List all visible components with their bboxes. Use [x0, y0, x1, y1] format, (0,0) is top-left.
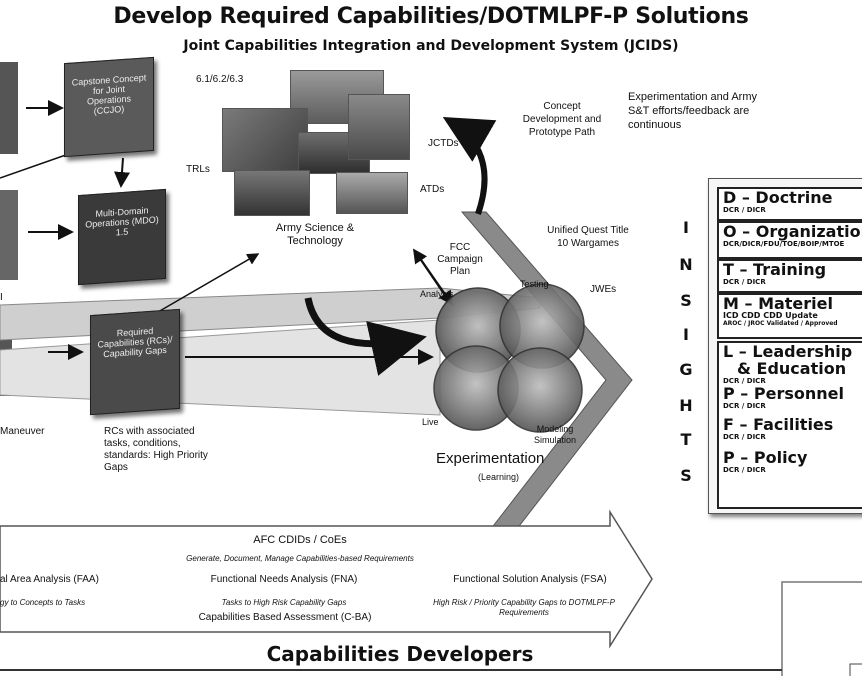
circle-testing-label: Testing [520, 279, 549, 289]
page-title: Develop Required Capabilities/DOTMLPF-P … [113, 4, 749, 29]
left-label-maneuver: Maneuver [0, 426, 45, 437]
facilities-title: F – Facilities [723, 415, 834, 434]
personnel-sub: DCR / DICR [723, 402, 766, 410]
footer-title: Capabilities Developers [266, 642, 534, 666]
book-mdo: Multi-Domain Operations (MDO) 1.5 [78, 188, 166, 286]
photo-equipment [348, 94, 410, 160]
personnel-title: P – Personnel [723, 384, 844, 403]
leadership-sub: DCR / DICR [723, 377, 766, 385]
training-sub: DCR / DICR [723, 278, 766, 286]
training-title: T – Training [723, 260, 827, 279]
insights-letter-7: T [680, 430, 692, 449]
policy-title: P – Policy [723, 448, 808, 467]
organization-title: O – Organization [723, 222, 862, 241]
organization-sub: DCR/DICR/FDU/TOE/BOIP/MTOE [723, 240, 845, 248]
faa-desc: gy to Concepts to Tasks [0, 598, 86, 607]
unified-quest-label: Unified Quest Title 10 Wargames [547, 225, 629, 249]
circle-modeling [497, 347, 583, 433]
cba-header: AFC CDIDs / CoEs [253, 534, 347, 546]
book-ccjo-label: Capstone Concept for Joint Operations (C… [71, 72, 147, 117]
cba-label: Capabilities Based Assessment (C-BA) [198, 612, 372, 623]
book-mdo-label: Multi-Domain Operations (MDO) 1.5 [85, 205, 159, 238]
fsa-label: Functional Solution Analysis (FSA) [453, 574, 607, 585]
insights-letter-6: H [679, 396, 693, 415]
book-ccjo: Capstone Concept for Joint Operations (C… [64, 56, 154, 158]
photo-robot [234, 170, 310, 216]
dotmlpf-doctrine: D – Doctrine DCR / DICR [717, 187, 862, 221]
materiel-sub: ICD CDD CDD Update [723, 311, 818, 320]
materiel-title: M – Materiel [723, 294, 833, 313]
fna-label: Functional Needs Analysis (FNA) [210, 574, 358, 585]
dotmlpf-organization: O – Organization DCR/DICR/FDU/TOE/BOIP/M… [717, 221, 862, 259]
faa-label: al Area Analysis (FAA) [0, 574, 99, 585]
circle-modeling-label: Modeling Simulation [533, 424, 577, 445]
left-book-2 [0, 190, 18, 280]
rc-description: RCs with associated tasks, conditions, s… [104, 426, 208, 473]
policy-sub: DCR / DICR [723, 466, 766, 474]
insights-letter-4: I [683, 325, 689, 344]
book-rc: Required Capabilities (RCs)/ Capability … [90, 308, 180, 416]
book-rc-label: Required Capabilities (RCs)/ Capability … [97, 325, 173, 360]
insights-letter-2: N [679, 255, 693, 274]
learning-label: (Learning) [478, 472, 520, 482]
army-st-label: Army Science & Technology [275, 222, 355, 247]
insights-letter-3: S [680, 291, 692, 310]
leadership-title2: & Education [737, 359, 847, 378]
trls-label: TRLs [186, 164, 210, 175]
insights-letter-8: S [680, 466, 692, 485]
leadership-title: L – Leadership [723, 342, 853, 361]
materiel-sub2: AROC / JROC Validated / Approved [723, 320, 838, 327]
doctrine-title: D – Doctrine [723, 188, 833, 207]
left-book-1 [0, 62, 18, 154]
insights-letter-1: I [683, 218, 689, 237]
page-subtitle: Joint Capabilities Integration and Devel… [183, 38, 679, 54]
facilities-sub: DCR / DICR [723, 433, 766, 441]
circle-live-label: Live [422, 417, 439, 427]
partial-box [781, 581, 862, 676]
footer-rule [0, 669, 782, 671]
cba-arrow [0, 509, 653, 649]
concept-dev-label: Concept Development and Prototype Path [522, 101, 602, 138]
left-label-i: I [0, 292, 3, 303]
fcc-label: FCC Campaign Plan [437, 242, 483, 277]
dotmlpf-training: T – Training DCR / DICR [717, 259, 862, 293]
insights-letter-5: G [679, 360, 693, 379]
fna-desc: Tasks to High Risk Capability Gaps [221, 598, 347, 607]
fsa-desc: High Risk / Priority Capability Gaps to … [433, 598, 615, 617]
atds-label: ATDs [420, 184, 445, 195]
continuous-label: Experimentation and Army S&T efforts/fee… [628, 91, 758, 131]
dotmlpf-panel: D – Doctrine DCR / DICR O – Organization… [708, 178, 862, 514]
photo-blast [336, 172, 408, 214]
dotmlpf-materiel: M – Materiel ICD CDD CDD Update AROC / J… [717, 293, 862, 339]
dotmlpf-lower-group: L – Leadership & Education DCR / DICR P … [717, 341, 862, 509]
doctrine-sub: DCR / DICR [723, 206, 766, 214]
jctds-label: JCTDs [428, 138, 459, 149]
photo-soldier [222, 108, 308, 172]
st-codes: 6.1/6.2/6.3 [196, 74, 244, 85]
experimentation-label: Experimentation [436, 450, 545, 467]
cba-generate: Generate, Document, Manage Capabilities-… [186, 554, 414, 563]
jwes-label: JWEs [590, 284, 617, 295]
circle-analysis-label: Analysis [420, 289, 454, 299]
